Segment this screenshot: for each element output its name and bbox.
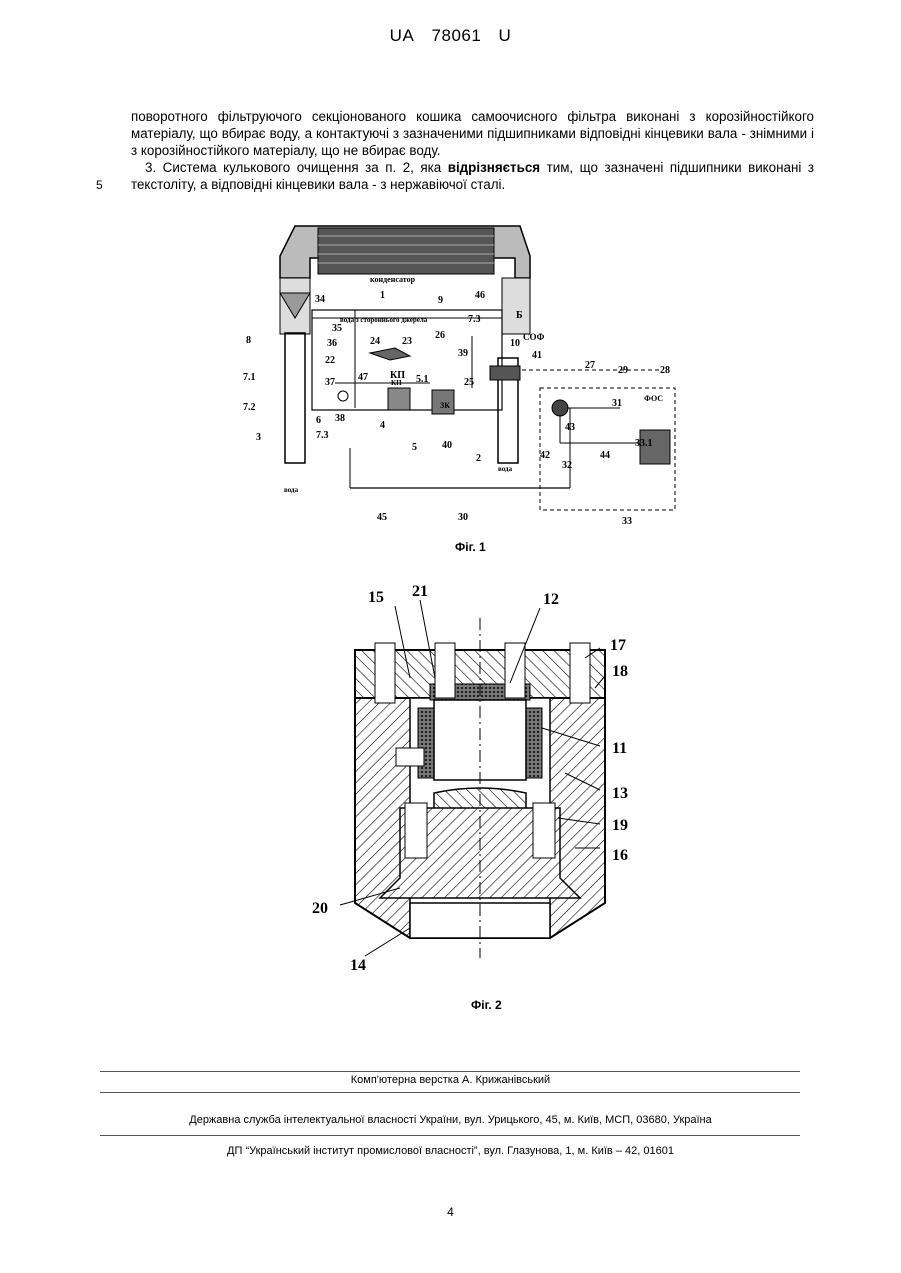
part-label: 13 [612, 785, 628, 802]
part-label: 33.1 [635, 438, 653, 449]
zk-label: ЗК [440, 401, 450, 410]
institute-address: ДП “Український інститут промислової вла… [0, 1145, 901, 1157]
part-label: 29 [618, 365, 628, 376]
patent-number: 78061 [432, 26, 482, 45]
part-label: 12 [543, 591, 559, 608]
part-label: 30 [458, 512, 468, 523]
figure-2-diagram: 15 21 12 17 18 11 13 19 16 20 14 [300, 578, 660, 978]
part-label: 44 [600, 450, 610, 461]
part-label: 36 [327, 338, 337, 349]
part-label: 6 [316, 415, 321, 426]
figure-2-caption: Фіг. 2 [471, 998, 502, 1012]
part-label: 5 [412, 442, 417, 453]
part-label: 47 [358, 372, 368, 383]
agency-address: Державна служба інтелектуальної власност… [0, 1114, 901, 1126]
part-label: 20 [312, 900, 328, 917]
part-label: 25 [464, 377, 474, 388]
part-label: 43 [565, 422, 575, 433]
part-label: 40 [442, 440, 452, 451]
part-label: 37 [325, 377, 335, 388]
part-label: 35 [332, 323, 342, 334]
part-label: 33 [622, 516, 632, 527]
part-label: 28 [660, 365, 670, 376]
part-label: 42 [540, 450, 550, 461]
part-label: 22 [325, 355, 335, 366]
part-label: 19 [612, 817, 628, 834]
part-label: 16 [612, 847, 628, 864]
part-label: 14 [350, 957, 366, 974]
part-label: 27 [585, 360, 595, 371]
part-label: 21 [412, 583, 428, 600]
claim-paragraph-3: 3. Система кулькового очищення за п. 2, … [131, 159, 814, 193]
part-label: 5.1 [416, 374, 429, 385]
claim-3-keyword: відрізняється [448, 160, 540, 175]
part-label: 7.3 [468, 314, 481, 325]
patent-kind: U [499, 26, 512, 45]
part-label: Б [516, 310, 523, 321]
footer-divider [100, 1135, 800, 1136]
part-label: 39 [458, 348, 468, 359]
country-code: UA [390, 26, 415, 45]
composer-credit: Комп'ютерна верстка А. Крижанівський [0, 1074, 901, 1086]
part-label: 26 [435, 330, 445, 341]
figure-1-caption: Фіг. 1 [455, 540, 486, 554]
part-label: 9 [438, 295, 443, 306]
part-label: 18 [612, 663, 628, 680]
footer-divider [100, 1092, 800, 1093]
part-label: 3 [256, 432, 261, 443]
part-label: 32 [562, 460, 572, 471]
part-label: 8 [246, 335, 251, 346]
part-label: 7.2 [243, 402, 256, 413]
patent-header: UA 78061 U [0, 26, 901, 46]
claims-text: поворотного фільтруючого секціонованого … [131, 108, 814, 193]
footer-divider [100, 1071, 800, 1072]
part-label: 4 [380, 420, 385, 431]
condenser-label: конденсатор [370, 275, 416, 284]
part-label: 23 [402, 336, 412, 347]
part-label: 15 [368, 589, 384, 606]
claim-3-start: 3. Система кулькового очищення за п. 2, … [145, 160, 441, 175]
page-number: 4 [0, 1205, 901, 1219]
part-label: 10 [510, 338, 520, 349]
part-label: КП [390, 370, 405, 381]
claim-paragraph-1: поворотного фільтруючого секціонованого … [131, 108, 814, 159]
part-label: 24 [370, 336, 380, 347]
part-label: 41 [532, 350, 542, 361]
water-source-label: вода з стороннього джерела [340, 316, 428, 324]
part-label: 45 [377, 512, 387, 523]
part-label: 11 [612, 740, 627, 757]
part-label: 7.1 [243, 372, 256, 383]
part-label: 46 [475, 290, 485, 301]
part-label: 34 [315, 294, 325, 305]
part-label: 17 [610, 637, 626, 654]
line-number: 5 [96, 178, 103, 192]
sof-label: СОФ [523, 332, 545, 342]
part-label: 31 [612, 398, 622, 409]
figure-1-diagram: конденсатор вода з стороннього джерела С… [240, 218, 690, 528]
fos-label: ФОС [644, 394, 663, 403]
water-out-label: вода [284, 486, 299, 494]
part-label: 7.3 [316, 430, 329, 441]
water-in-label: вода [498, 465, 513, 473]
part-label: 2 [476, 453, 481, 464]
part-label: 1 [380, 290, 385, 301]
part-label: 38 [335, 413, 345, 424]
